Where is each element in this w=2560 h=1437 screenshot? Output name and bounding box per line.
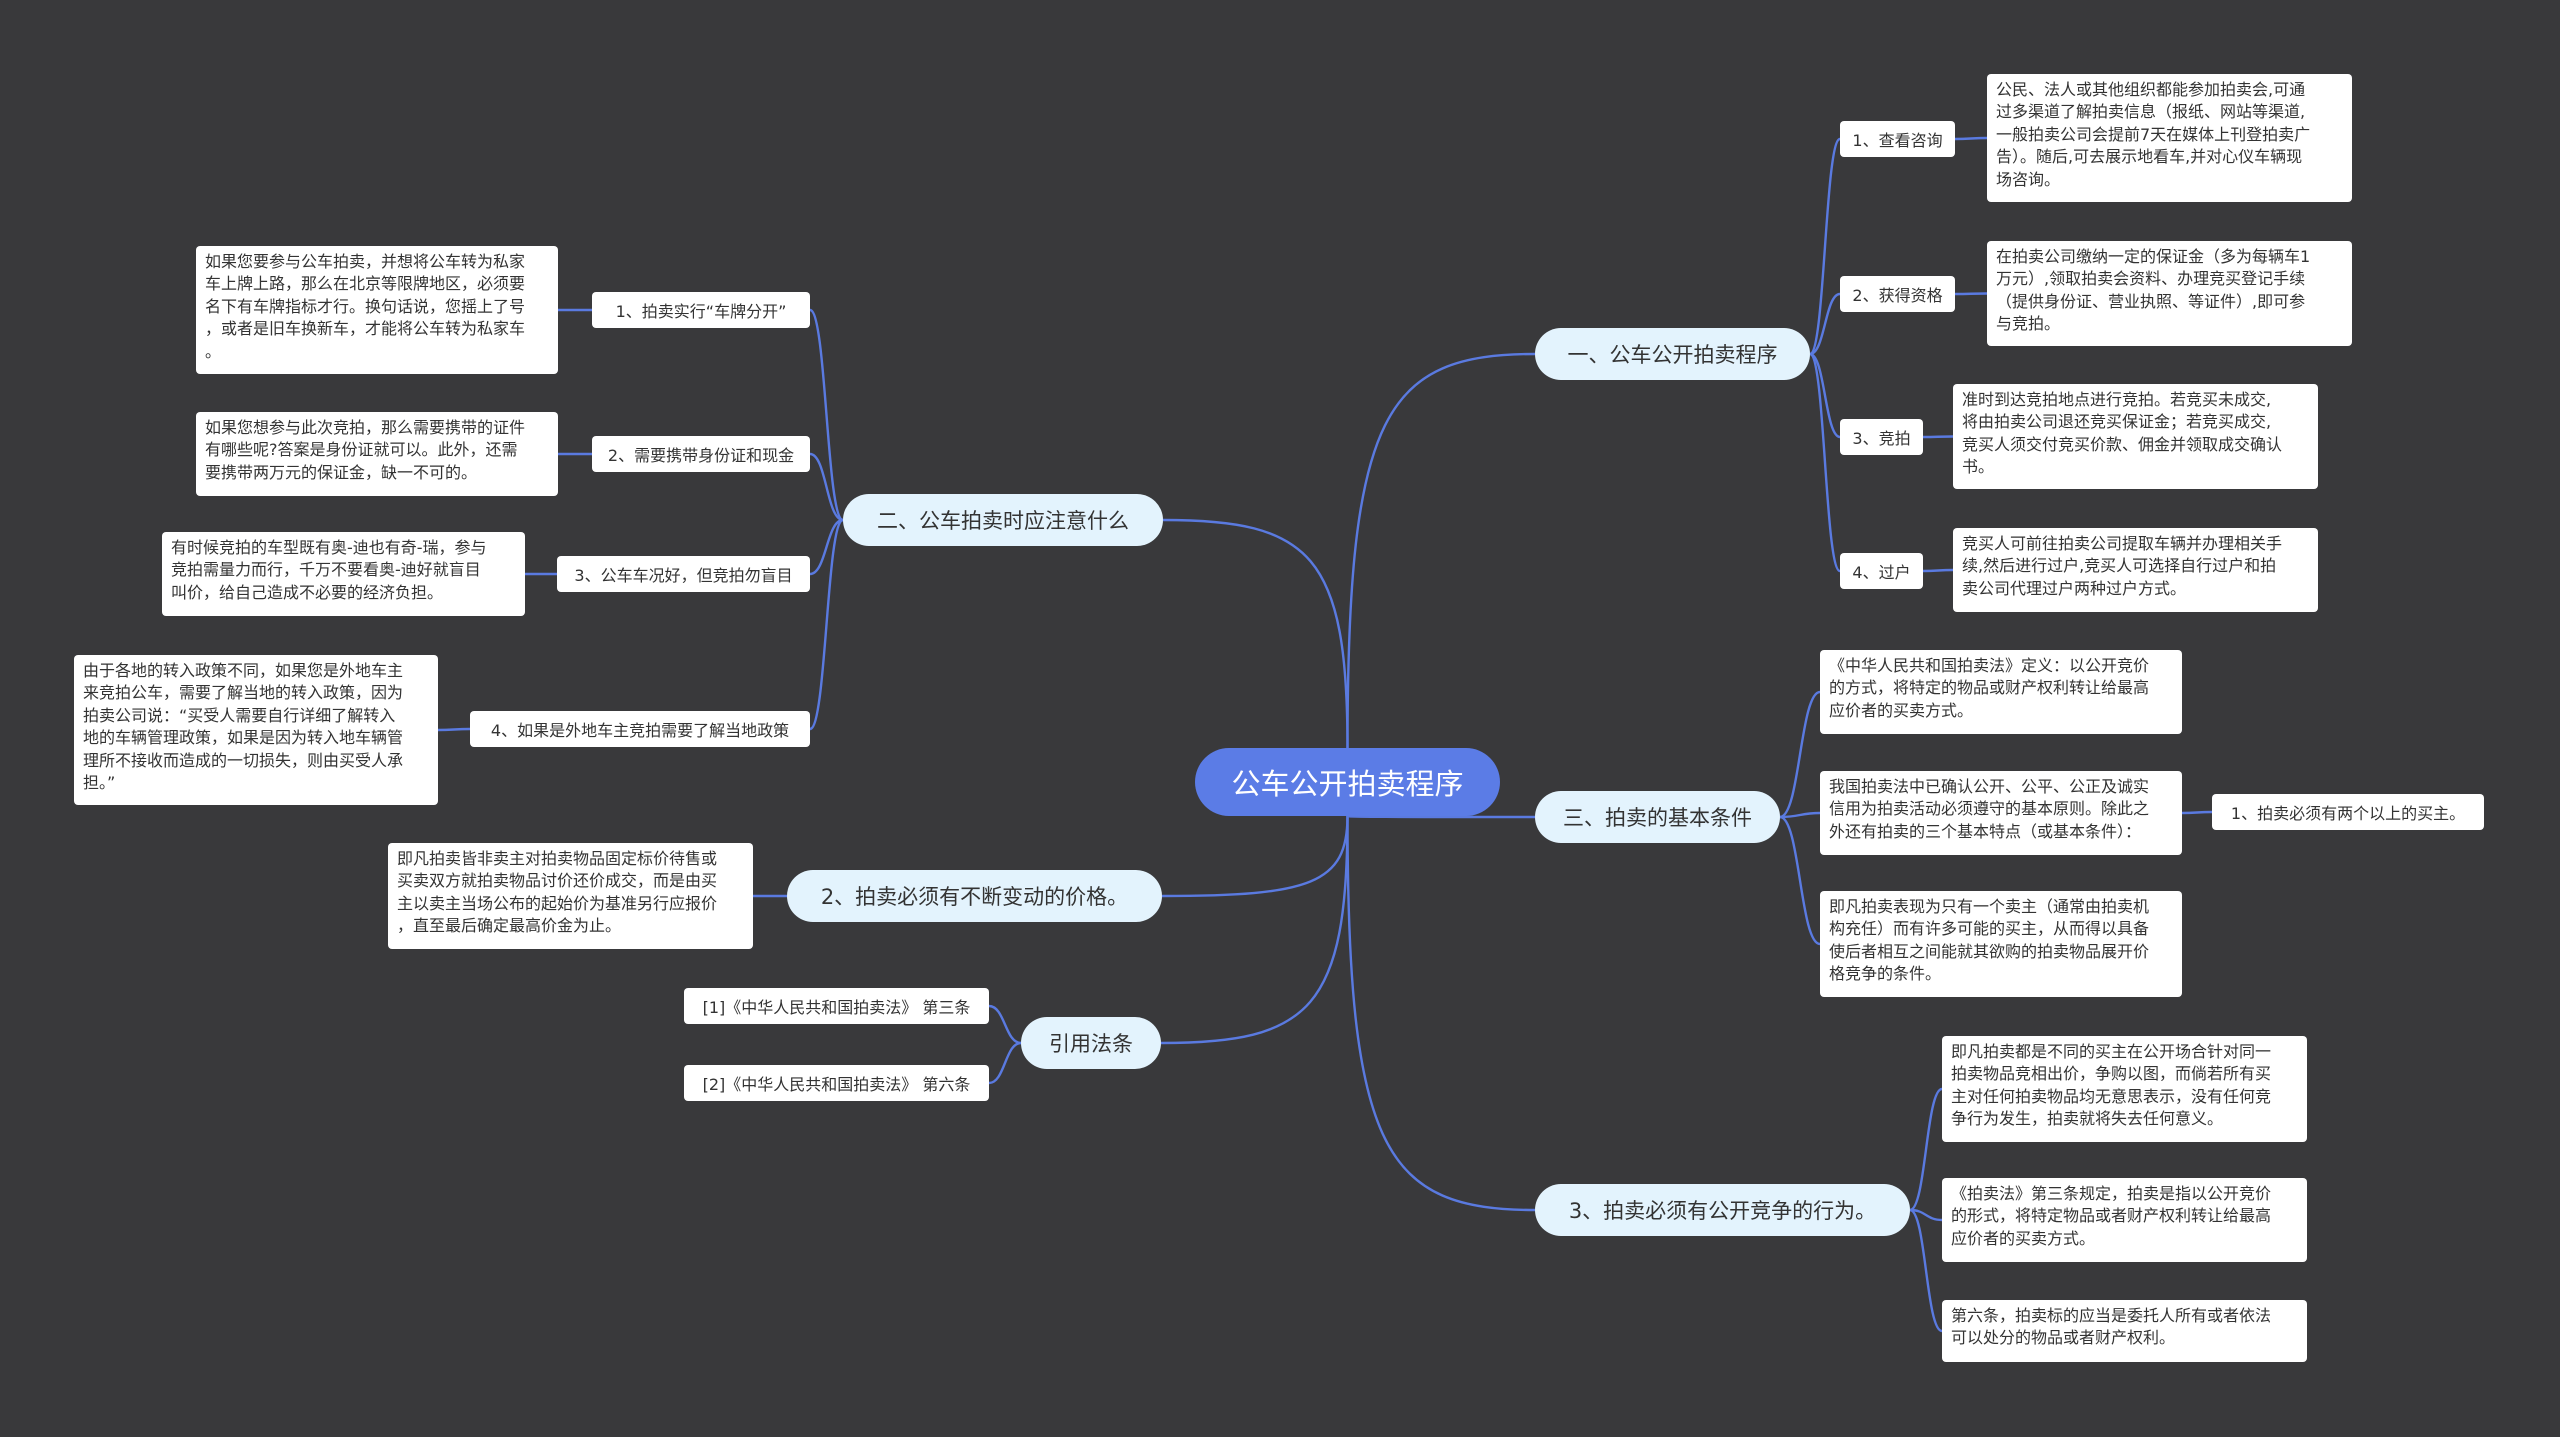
link-19 [2181, 810, 2213, 815]
link-root-4 [1160, 815, 1349, 1045]
step-inquiry[interactable]: 1、查看咨询 [1840, 121, 1955, 157]
branch-citations[interactable]: 引用法条 [1021, 1017, 1161, 1069]
condition-principles: 我国拍卖法中已确认公开、公平、公正及诚实 信用为拍卖活动必须遵守的基本原则。除此… [1820, 771, 2182, 855]
competition-article-3: 《拍卖法》第三条规定，拍卖是指以公开竞价 的形式，将特定物品或者财产权利转让给最… [1942, 1178, 2307, 1262]
link-root-3 [1161, 815, 1349, 898]
step-bid-detail: 准时到达竞拍地点进行竞拍。若竞买未成交, 将由拍卖公司退还竞买保证金；若竞买成交… [1953, 384, 2318, 489]
item-id-and-cash-detail: 如果您想参与此次竞拍，那么需要携带的证件 有哪些呢?答案是身份证就可以。此外，还… [196, 412, 558, 496]
branch-precautions[interactable]: 二、公车拍卖时应注意什么 [843, 494, 1163, 546]
item-car-condition[interactable]: 3、公车车况好，但竞拍勿盲目 [557, 556, 810, 592]
branch-auction-procedure[interactable]: 一、公车公开拍卖程序 [1535, 328, 1810, 380]
link-25 [1909, 1208, 1943, 1333]
link-1 [1809, 292, 1841, 356]
link-2 [1809, 352, 1841, 439]
link-7 [1922, 568, 1954, 573]
condition-two-buyers[interactable]: 1、拍卖必须有两个以上的买主。 [2212, 794, 2484, 830]
link-22 [988, 1041, 1022, 1085]
condition-single-seller: 即凡拍卖表现为只有一个卖主（通常由拍卖机 构充任）而有许多可能的买主，从而得以具… [1820, 891, 2182, 997]
link-10 [809, 518, 844, 576]
link-17 [1779, 811, 1821, 819]
item-car-condition-detail: 有时候竞拍的车型既有奥-迪也有奇-瑞，参与 竞拍需量力而行，千万不要看奥-迪好就… [162, 532, 525, 616]
condition-definition: 《中华人民共和国拍卖法》定义：以公开竞价 的方式，将特定的物品或财产权利转让给最… [1820, 650, 2182, 734]
link-11 [808, 518, 845, 731]
link-15 [437, 727, 471, 732]
item-local-policy[interactable]: 4、如果是外地车主竞拍需要了解当地政策 [470, 711, 810, 747]
step-transfer[interactable]: 4、过户 [1840, 553, 1923, 589]
step-qualify-detail: 在拍卖公司缴纳一定的保证金（多为每辆车1 万元）,领取拍卖会资料、办理竞买登记手… [1987, 241, 2352, 346]
link-24 [1909, 1208, 1943, 1222]
changing-price-detail: 即凡拍卖皆非卖主对拍卖物品固定标价待售或 买卖双方就拍卖物品讨价还价成交，而是由… [388, 843, 753, 949]
competition-detail: 即凡拍卖都是不同的买主在公开场合针对同一 拍卖物品竞相出价，争购以图，而倘若所有… [1942, 1036, 2307, 1142]
link-0 [1808, 137, 1842, 356]
link-8 [808, 308, 845, 522]
step-bid[interactable]: 3、竞拍 [1840, 419, 1923, 455]
link-root-0 [1346, 352, 1536, 749]
citation-article-3[interactable]: [1]《中华人民共和国拍卖法》 第三条 [684, 988, 989, 1024]
link-9 [809, 452, 844, 522]
link-23 [1909, 1087, 1943, 1212]
link-21 [988, 1004, 1022, 1045]
item-local-policy-detail: 由于各地的转入政策不同，如果您是外地车主 来竞拍公车，需要了解当地的转入政策，因… [74, 655, 438, 805]
item-id-and-cash[interactable]: 2、需要携带身份证和现金 [592, 436, 810, 472]
link-18 [1779, 815, 1821, 946]
step-transfer-detail: 竞买人可前往拍卖公司提取车辆并办理相关手 续,然后进行过户,竞买人可选择自行过户… [1953, 528, 2318, 612]
branch-changing-price[interactable]: 2、拍卖必须有不断变动的价格。 [787, 870, 1162, 922]
link-4 [1954, 136, 1988, 141]
branch-basic-conditions[interactable]: 三、拍卖的基本条件 [1535, 791, 1780, 843]
link-root-1 [1162, 518, 1349, 749]
step-inquiry-detail: 公民、法人或其他组织都能参加拍卖会,可通 过多渠道了解拍卖信息（报纸、网站等渠道… [1987, 74, 2352, 202]
branch-open-competition[interactable]: 3、拍卖必须有公开竞争的行为。 [1535, 1184, 1910, 1236]
root-node[interactable]: 公车公开拍卖程序 [1195, 748, 1500, 816]
citation-article-6[interactable]: [2]《中华人民共和国拍卖法》 第六条 [684, 1065, 989, 1101]
link-5 [1954, 292, 1988, 296]
link-6 [1922, 435, 1954, 439]
link-root-2 [1346, 814, 1536, 819]
link-3 [1808, 352, 1842, 573]
link-16 [1779, 690, 1821, 819]
item-plate-separate[interactable]: 1、拍卖实行“车牌分开” [592, 292, 810, 328]
competition-article-6: 第六条，拍卖标的应当是委托人所有或者依法 可以处分的物品或者财产权利。 [1942, 1300, 2307, 1362]
step-qualify[interactable]: 2、获得资格 [1840, 276, 1955, 312]
link-root-5 [1346, 815, 1536, 1212]
item-plate-separate-detail: 如果您要参与公车拍卖，并想将公车转为私家 车上牌上路，那么在北京等限牌地区，必须… [196, 246, 558, 374]
